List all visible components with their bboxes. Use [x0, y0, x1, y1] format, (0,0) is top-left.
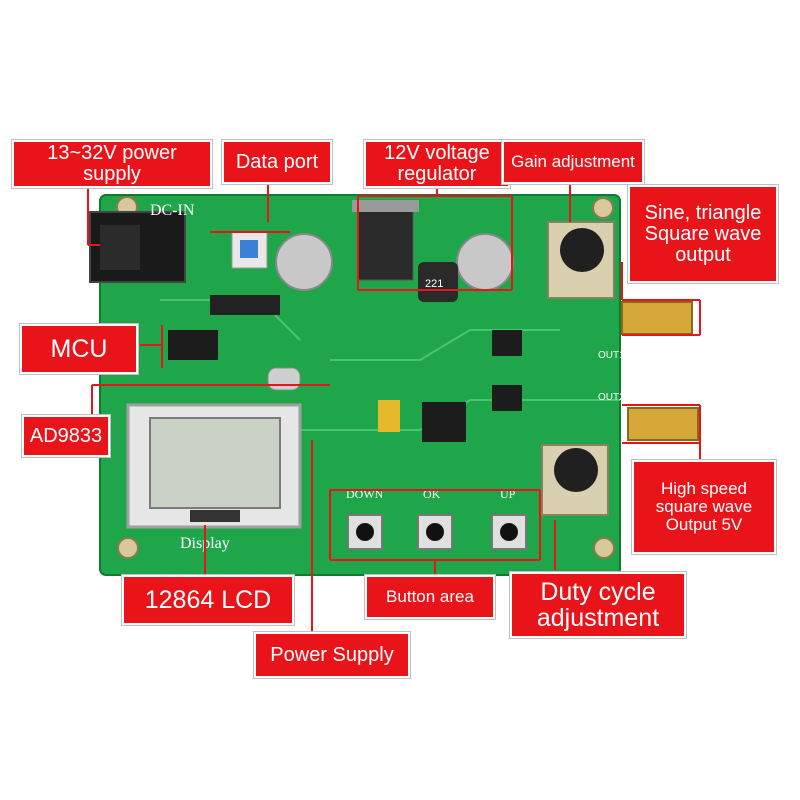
label-power-supply: Power Supply: [254, 632, 410, 678]
mounting-hole: [593, 537, 615, 559]
sma-connector-out2: [627, 407, 699, 441]
mounting-hole: [592, 197, 614, 219]
label-voltage-regulator: 12V voltage regulator: [364, 140, 510, 188]
capacitor: [275, 233, 333, 291]
knob-icon: [554, 448, 598, 492]
label-wave-output: Sine, triangle Square wave output: [628, 185, 778, 283]
mcu-chip: [168, 330, 218, 360]
label-ad9833: AD9833: [22, 415, 110, 457]
label-gain-adjustment: Gain adjustment: [502, 140, 644, 184]
inductor: [418, 262, 458, 302]
label-power-supply-input: 13~32V power supply: [12, 140, 212, 188]
capacitor: [456, 233, 514, 291]
label-data-port: Data port: [222, 140, 332, 184]
knob-icon: [560, 228, 604, 272]
sma-connector-out1: [621, 301, 693, 335]
voltage-regulator-chip: [357, 204, 414, 281]
crystal: [267, 367, 301, 391]
silk-dc-in: DC-IN: [150, 202, 195, 219]
leader-lines: [87, 184, 701, 632]
lcd-screen: [149, 417, 281, 509]
label-lcd: 12864 LCD: [122, 575, 294, 625]
label-mcu: MCU: [20, 324, 138, 374]
silk-out2: OUT2: [598, 392, 625, 403]
label-high-speed-output: High speed square wave Output 5V: [632, 460, 776, 554]
silk-inductor: 221: [425, 278, 443, 290]
tantalum-cap: [378, 400, 400, 432]
mounting-hole: [117, 537, 139, 559]
label-button-area: Button area: [365, 575, 495, 619]
ad9833-chip: [422, 402, 466, 442]
label-duty-cycle: Duty cycle adjustment: [510, 572, 686, 638]
button-ok: [417, 514, 453, 550]
silk-out1: OUT1: [598, 350, 625, 361]
pin-header: [210, 295, 280, 315]
